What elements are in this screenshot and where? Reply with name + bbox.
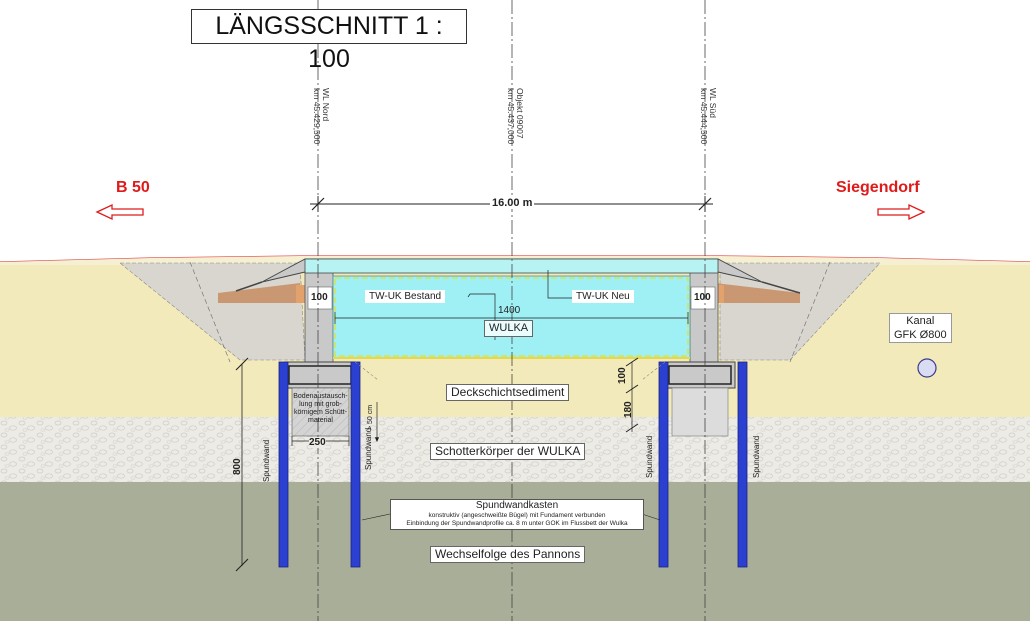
sheet-pile-right-outer: [737, 361, 748, 568]
soil-exchange-right: [671, 387, 729, 437]
spundwand-label-1: Spundwand: [262, 439, 271, 482]
span-dimension: 16.00 m: [490, 197, 535, 209]
schotter-label: Schotterkörper der WULKA: [430, 443, 586, 460]
soil-exchange-left: [291, 387, 350, 437]
brown-layer-left: [218, 283, 300, 303]
spundwand-label-3: Spundwand: [645, 435, 654, 478]
deckschicht-label: Deckschichtsediment: [446, 384, 570, 401]
foundation-dimension: 250: [309, 437, 326, 448]
abutment-left: [304, 261, 334, 363]
spundwandkasten-box: Spundwandkasten konstruktiv (angeschweiß…: [390, 499, 644, 530]
direction-left-label: B 50: [116, 179, 150, 196]
direction-right-label: Siegendorf: [836, 179, 920, 196]
soil-exchange-label: Bodenaustausch- lung mit grob- körnigem …: [293, 393, 348, 424]
embankment-right: [719, 262, 881, 361]
sheet-pile-right-inner: [658, 361, 669, 568]
right-180-dimension: 180: [623, 401, 634, 418]
right-100-dimension: 100: [617, 367, 628, 384]
tw-bestand-label: TW-UK Bestand: [365, 290, 446, 303]
wall-left-dimension: 100: [311, 292, 328, 303]
canal-pipe: [917, 358, 937, 378]
pile-depth-dimension: 800: [232, 458, 243, 475]
brown-layer-right: [715, 283, 800, 303]
inner-width-dimension: 1400: [498, 305, 521, 316]
arrow-right-icon: [877, 203, 926, 221]
wulka-label: WULKA: [484, 320, 534, 337]
min-50-dimension: > 50 cm: [367, 404, 374, 430]
water-channel: [332, 275, 691, 359]
sheet-pile-left-outer: [278, 361, 289, 568]
sheet-pile-left-inner: [350, 361, 361, 568]
spundwand-label-2: Spundwand: [364, 427, 373, 470]
abutment-right: [689, 261, 719, 363]
arrow-left-icon: [95, 203, 144, 221]
drawing-title: LÄNGSSCHNITT 1 : 100: [191, 9, 467, 73]
spundwand-label-4: Spundwand: [752, 435, 761, 478]
pannons-label: Wechselfolge des Pannons: [430, 546, 586, 563]
tw-neu-label: TW-UK Neu: [572, 290, 634, 303]
kanal-label: Kanal GFK Ø800: [889, 313, 952, 343]
wall-right-dimension: 100: [694, 292, 711, 303]
